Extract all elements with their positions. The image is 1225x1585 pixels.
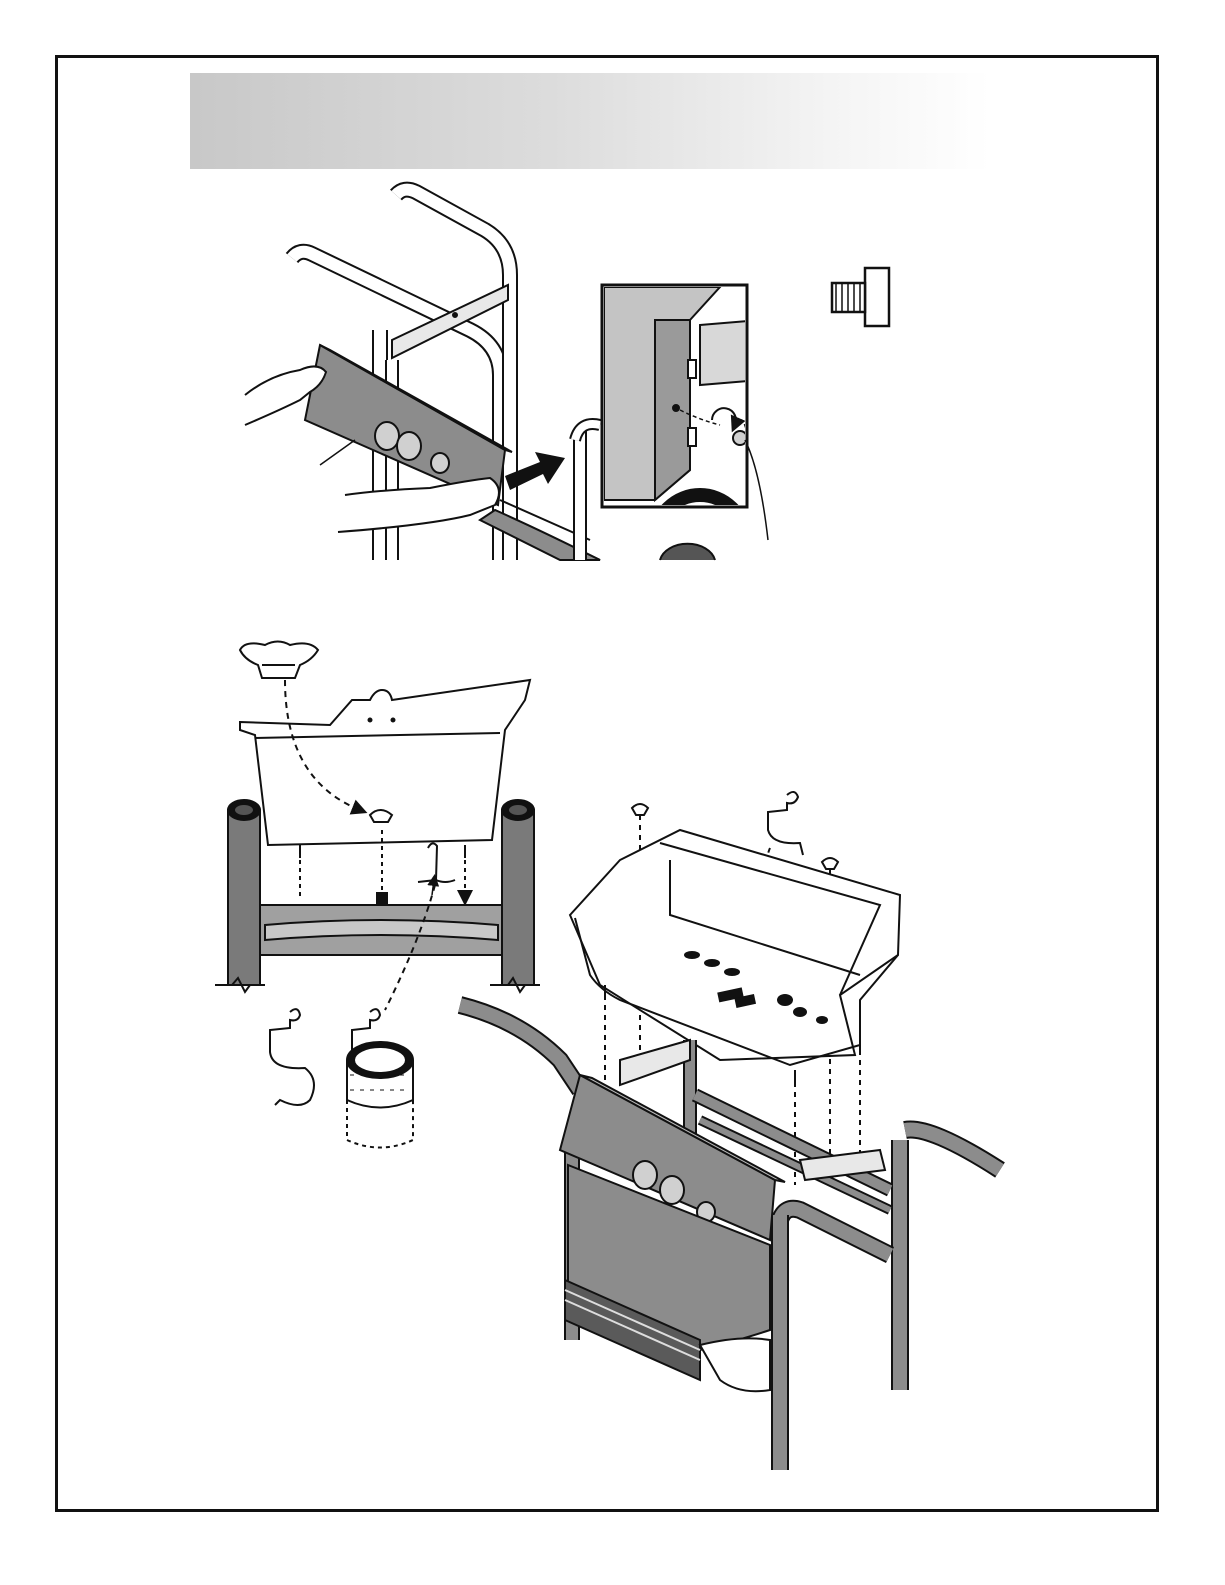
step-firebox-mount [460,792,1000,1470]
detail-inset-knob-screw [602,285,855,560]
screw-icon [832,268,889,326]
step-firebox-side [215,680,540,1010]
step-control-panel-install [245,190,600,560]
grease-can-icon [347,1042,413,1148]
wing-nut-icon [240,642,318,679]
